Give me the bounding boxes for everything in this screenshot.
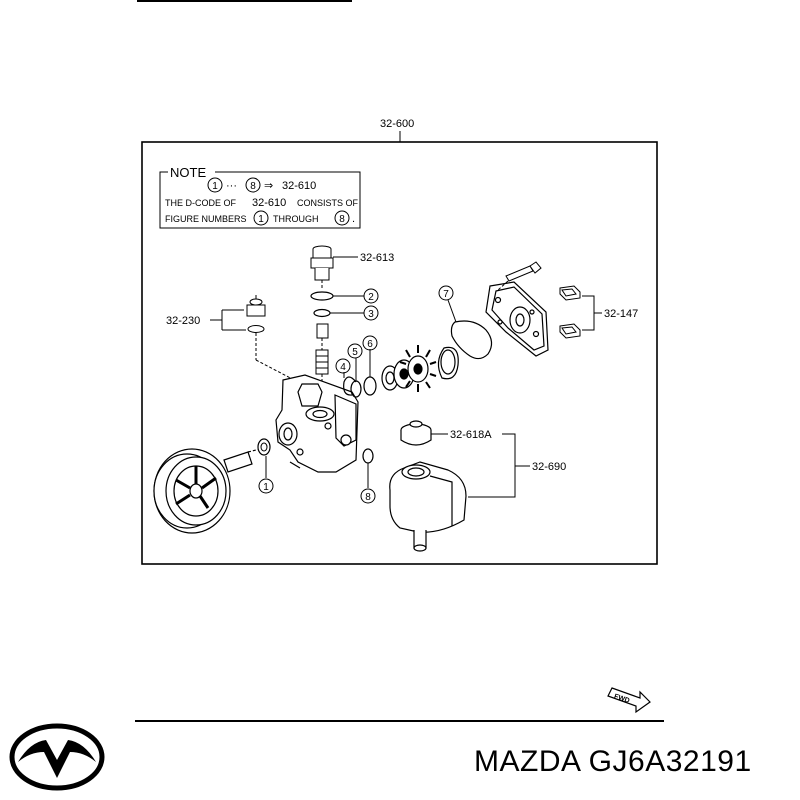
reservoir <box>389 461 467 552</box>
cover-plate <box>485 281 549 357</box>
figure-number-6: 6 <box>367 339 373 350</box>
label-32-618a: 32-618A <box>450 429 492 441</box>
fitting-32-613 <box>310 245 334 290</box>
reservoir-cap <box>400 420 432 446</box>
seal-6 <box>363 376 377 396</box>
part-number-text: MAZDA GJ6A32191 <box>474 745 752 778</box>
figure-number-5: 5 <box>352 347 358 358</box>
note-line2-suffix: CONSISTS OF <box>297 198 359 208</box>
note-arrow: ⇒ <box>264 180 273 192</box>
note-line2-prefix: THE D-CODE OF <box>165 198 237 208</box>
clips-32-147 <box>559 285 581 339</box>
seal-1 <box>257 438 271 456</box>
note-line2-code: 32-610 <box>252 197 286 209</box>
sensor-32-230 <box>246 295 299 383</box>
rotor-assembly <box>381 345 459 392</box>
oring-2 <box>310 291 334 301</box>
figure-number-1: 1 <box>263 482 269 493</box>
label-32-690: 32-690 <box>532 461 566 473</box>
pulley <box>153 445 273 534</box>
gasket-7 <box>450 320 493 360</box>
label-32-613: 32-613 <box>360 252 394 264</box>
oring-3 <box>313 308 331 318</box>
figure-number-4: 4 <box>340 362 346 373</box>
fwd-label: FWD <box>613 693 630 705</box>
mazda-logo-icon <box>9 723 105 791</box>
label-32-230: 32-230 <box>166 315 200 327</box>
fwd-arrow-icon: FWD <box>607 687 651 714</box>
seal-5 <box>350 380 362 398</box>
figure-number-7: 7 <box>443 289 449 300</box>
pump-housing <box>275 374 359 473</box>
figure-number-2: 2 <box>368 292 374 303</box>
note-line3-mid: THROUGH <box>273 214 319 224</box>
note-range-dots: ··· <box>226 180 237 192</box>
note-range-start: 1 <box>212 181 218 192</box>
figure-number-3: 3 <box>368 309 374 320</box>
diagram-frame <box>141 141 658 565</box>
note-line3-start: 1 <box>258 214 264 225</box>
assembly-label: 32-600 <box>380 118 414 130</box>
valve-spool <box>315 323 329 395</box>
oring-8 <box>362 448 374 464</box>
figure-number-8: 8 <box>365 492 371 503</box>
note-title: NOTE <box>170 165 206 180</box>
note-box: NOTE 1 ··· 8 ⇒ 32-610 THE D-CODE OF 32-6… <box>159 165 361 229</box>
note-range-code: 32-610 <box>282 180 316 192</box>
note-line3-end: 8 <box>339 214 345 225</box>
bolt <box>497 261 542 291</box>
note-line3-prefix: FIGURE NUMBERS <box>165 214 247 224</box>
label-32-147: 32-147 <box>604 308 638 320</box>
note-line3-period: . <box>352 213 355 225</box>
seal-4 <box>343 376 357 396</box>
note-range-end: 8 <box>250 181 256 192</box>
